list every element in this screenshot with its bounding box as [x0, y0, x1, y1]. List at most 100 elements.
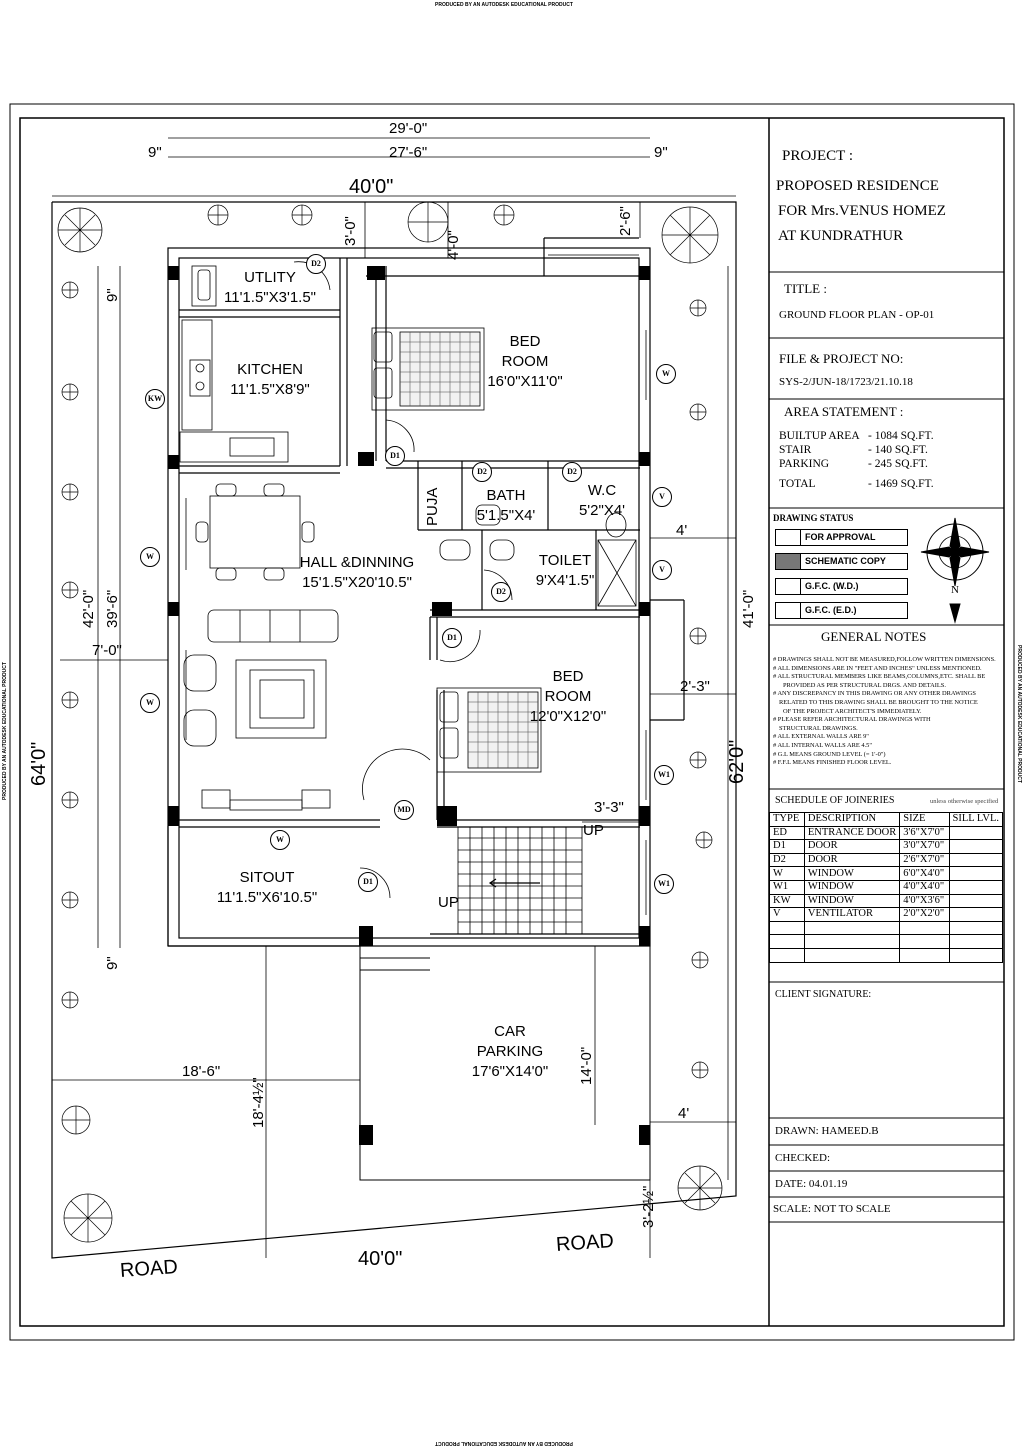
room-size: 11'1.5"X3'1.5"	[224, 289, 316, 306]
room-bed-2: BED ROOM 12'0"X12'0"	[518, 667, 618, 727]
room-size: 11'1.5"X8'9"	[230, 381, 310, 398]
door-tag: D1	[358, 872, 378, 892]
room-size: 5'1.5"X4'	[476, 507, 536, 524]
room-bed-1: BED ROOM 16'0"X11'0"	[470, 332, 580, 392]
table-cell	[948, 866, 1004, 881]
area-row-value: - 1469 SQ.FT.	[868, 478, 934, 490]
dim-vertical: 39'-6"	[104, 589, 121, 628]
table-header-row: TYPE DESCRIPTION SIZE SILL LVL.	[769, 812, 1004, 827]
table-cell: WINDOW	[803, 879, 901, 895]
dim-3-2: 3'-2½"	[640, 1185, 657, 1228]
table-row	[769, 934, 1004, 949]
table-cell: W1	[769, 879, 805, 895]
dim-top-total: 29'-0"	[389, 120, 428, 137]
project-line3: AT KUNDRATHUR	[778, 228, 904, 244]
table-cell: ENTRANCE DOOR	[803, 825, 901, 841]
table-cell	[803, 934, 901, 949]
road-label-left: ROAD	[119, 1256, 179, 1282]
door-tag: D1	[385, 446, 405, 466]
window-marks	[178, 247, 647, 915]
room-size: 12'0"X12'0"	[529, 708, 607, 725]
note-line: # ALL EXTERNAL WALLS ARE 9"	[773, 733, 869, 741]
status-checkbox-selected[interactable]	[775, 553, 801, 570]
room-name: CAR	[494, 1023, 526, 1040]
window-tag: W1	[654, 874, 674, 894]
table-cell	[948, 893, 1004, 909]
dim-right-4b: 4'	[678, 1105, 690, 1122]
table-header: SIZE	[899, 812, 950, 827]
room-name: SITOUT	[239, 869, 295, 886]
stair-up-label: UP	[583, 822, 604, 839]
table-cell: DOOR	[803, 839, 901, 854]
table-cell: 3'0"X7'0"	[899, 839, 950, 854]
table-cell	[803, 920, 901, 936]
table-cell: D2	[769, 852, 805, 868]
checked-by: CHECKED:	[775, 1152, 830, 1164]
room-name: W.C	[587, 482, 617, 499]
main-door-tag: MD	[394, 800, 414, 820]
title-block-lines	[769, 271, 1004, 1223]
table-cell: DOOR	[803, 852, 901, 868]
table-cell: D1	[769, 839, 805, 854]
drawn-by: DRAWN: HAMEED.B	[775, 1125, 879, 1137]
room-bath: BATH 5'1.5"X4'	[466, 486, 546, 526]
room-name: ROOM	[544, 688, 592, 705]
dim-plot-top: 40'0"	[349, 176, 394, 198]
window-tag: W	[140, 693, 160, 713]
area-row-name: TOTAL	[779, 478, 816, 490]
table-cell: 4'0"X3'6"	[899, 893, 950, 909]
door-swings	[293, 261, 513, 899]
road-label-right: ROAD	[555, 1230, 615, 1256]
room-name: TOILET	[538, 552, 592, 569]
room-name: KITCHEN	[237, 361, 303, 378]
table-cell: 6'0"X4'0"	[899, 866, 950, 881]
area-label: AREA STATEMENT :	[784, 404, 904, 419]
table-cell	[769, 920, 805, 936]
table-cell: 2'6"X7'0"	[899, 852, 950, 868]
window-tag: W	[140, 547, 160, 567]
watermark-right: PRODUCED BY AN AUTODESK EDUCATIONAL PROD…	[1016, 645, 1022, 783]
dim-right-41: 41'-0"	[740, 589, 757, 628]
project-line2: FOR Mrs.VENUS HOMEZ	[778, 203, 946, 219]
project-line1: PROPOSED RESIDENCE	[776, 178, 939, 194]
table-cell	[899, 934, 950, 949]
table-cell: 3'6"X7'0"	[899, 825, 950, 841]
table-cell	[948, 825, 1004, 841]
table-cell	[948, 947, 1004, 963]
status-checkbox[interactable]	[775, 578, 801, 595]
status-for-approval: FOR APPROVAL	[800, 529, 908, 546]
room-hall-dining: HALL &DINNING 15'1.5"X20'10.5"	[282, 553, 432, 593]
note-line: # ALL STRUCTURAL MEMBERS LIKE BEAMS,COLU…	[773, 673, 986, 681]
note-line: STRUCTURAL DRAWINGS.	[779, 724, 858, 732]
room-name: BATH	[486, 487, 526, 504]
room-kitchen: KITCHEN 11'1.5"X8'9"	[200, 360, 340, 400]
table-header: SILL LVL.	[948, 812, 1004, 827]
compass-north-label: N	[951, 584, 959, 596]
status-checkbox[interactable]	[775, 602, 801, 619]
note-line: # ALL INTERNAL WALLS ARE 4.5"	[773, 741, 872, 749]
dim-plot-bottom: 40'0"	[358, 1248, 403, 1270]
table-header: TYPE	[769, 812, 805, 827]
project-label: PROJECT :	[782, 148, 853, 164]
stair-up-label: UP	[438, 894, 459, 911]
room-puja: PUJA	[424, 487, 441, 526]
door-tag: D2	[306, 254, 326, 274]
room-wc: W.C 5'2"X4'	[562, 481, 642, 521]
parking-outline	[359, 946, 651, 1181]
bath-fixtures	[439, 504, 637, 607]
dimension-lines	[52, 137, 736, 1258]
status-gfc-wd: G.F.C. (W.D.)	[800, 578, 908, 595]
table-cell: KW	[769, 893, 805, 909]
drawing-scale: SCALE: NOT TO SCALE	[773, 1203, 891, 1215]
table-cell	[803, 947, 901, 963]
status-checkbox[interactable]	[775, 529, 801, 546]
general-notes-label: GENERAL NOTES	[821, 629, 927, 644]
file-no-value: SYS-2/JUN-18/1723/21.10.18	[779, 376, 913, 388]
window-tag: W1	[654, 765, 674, 785]
